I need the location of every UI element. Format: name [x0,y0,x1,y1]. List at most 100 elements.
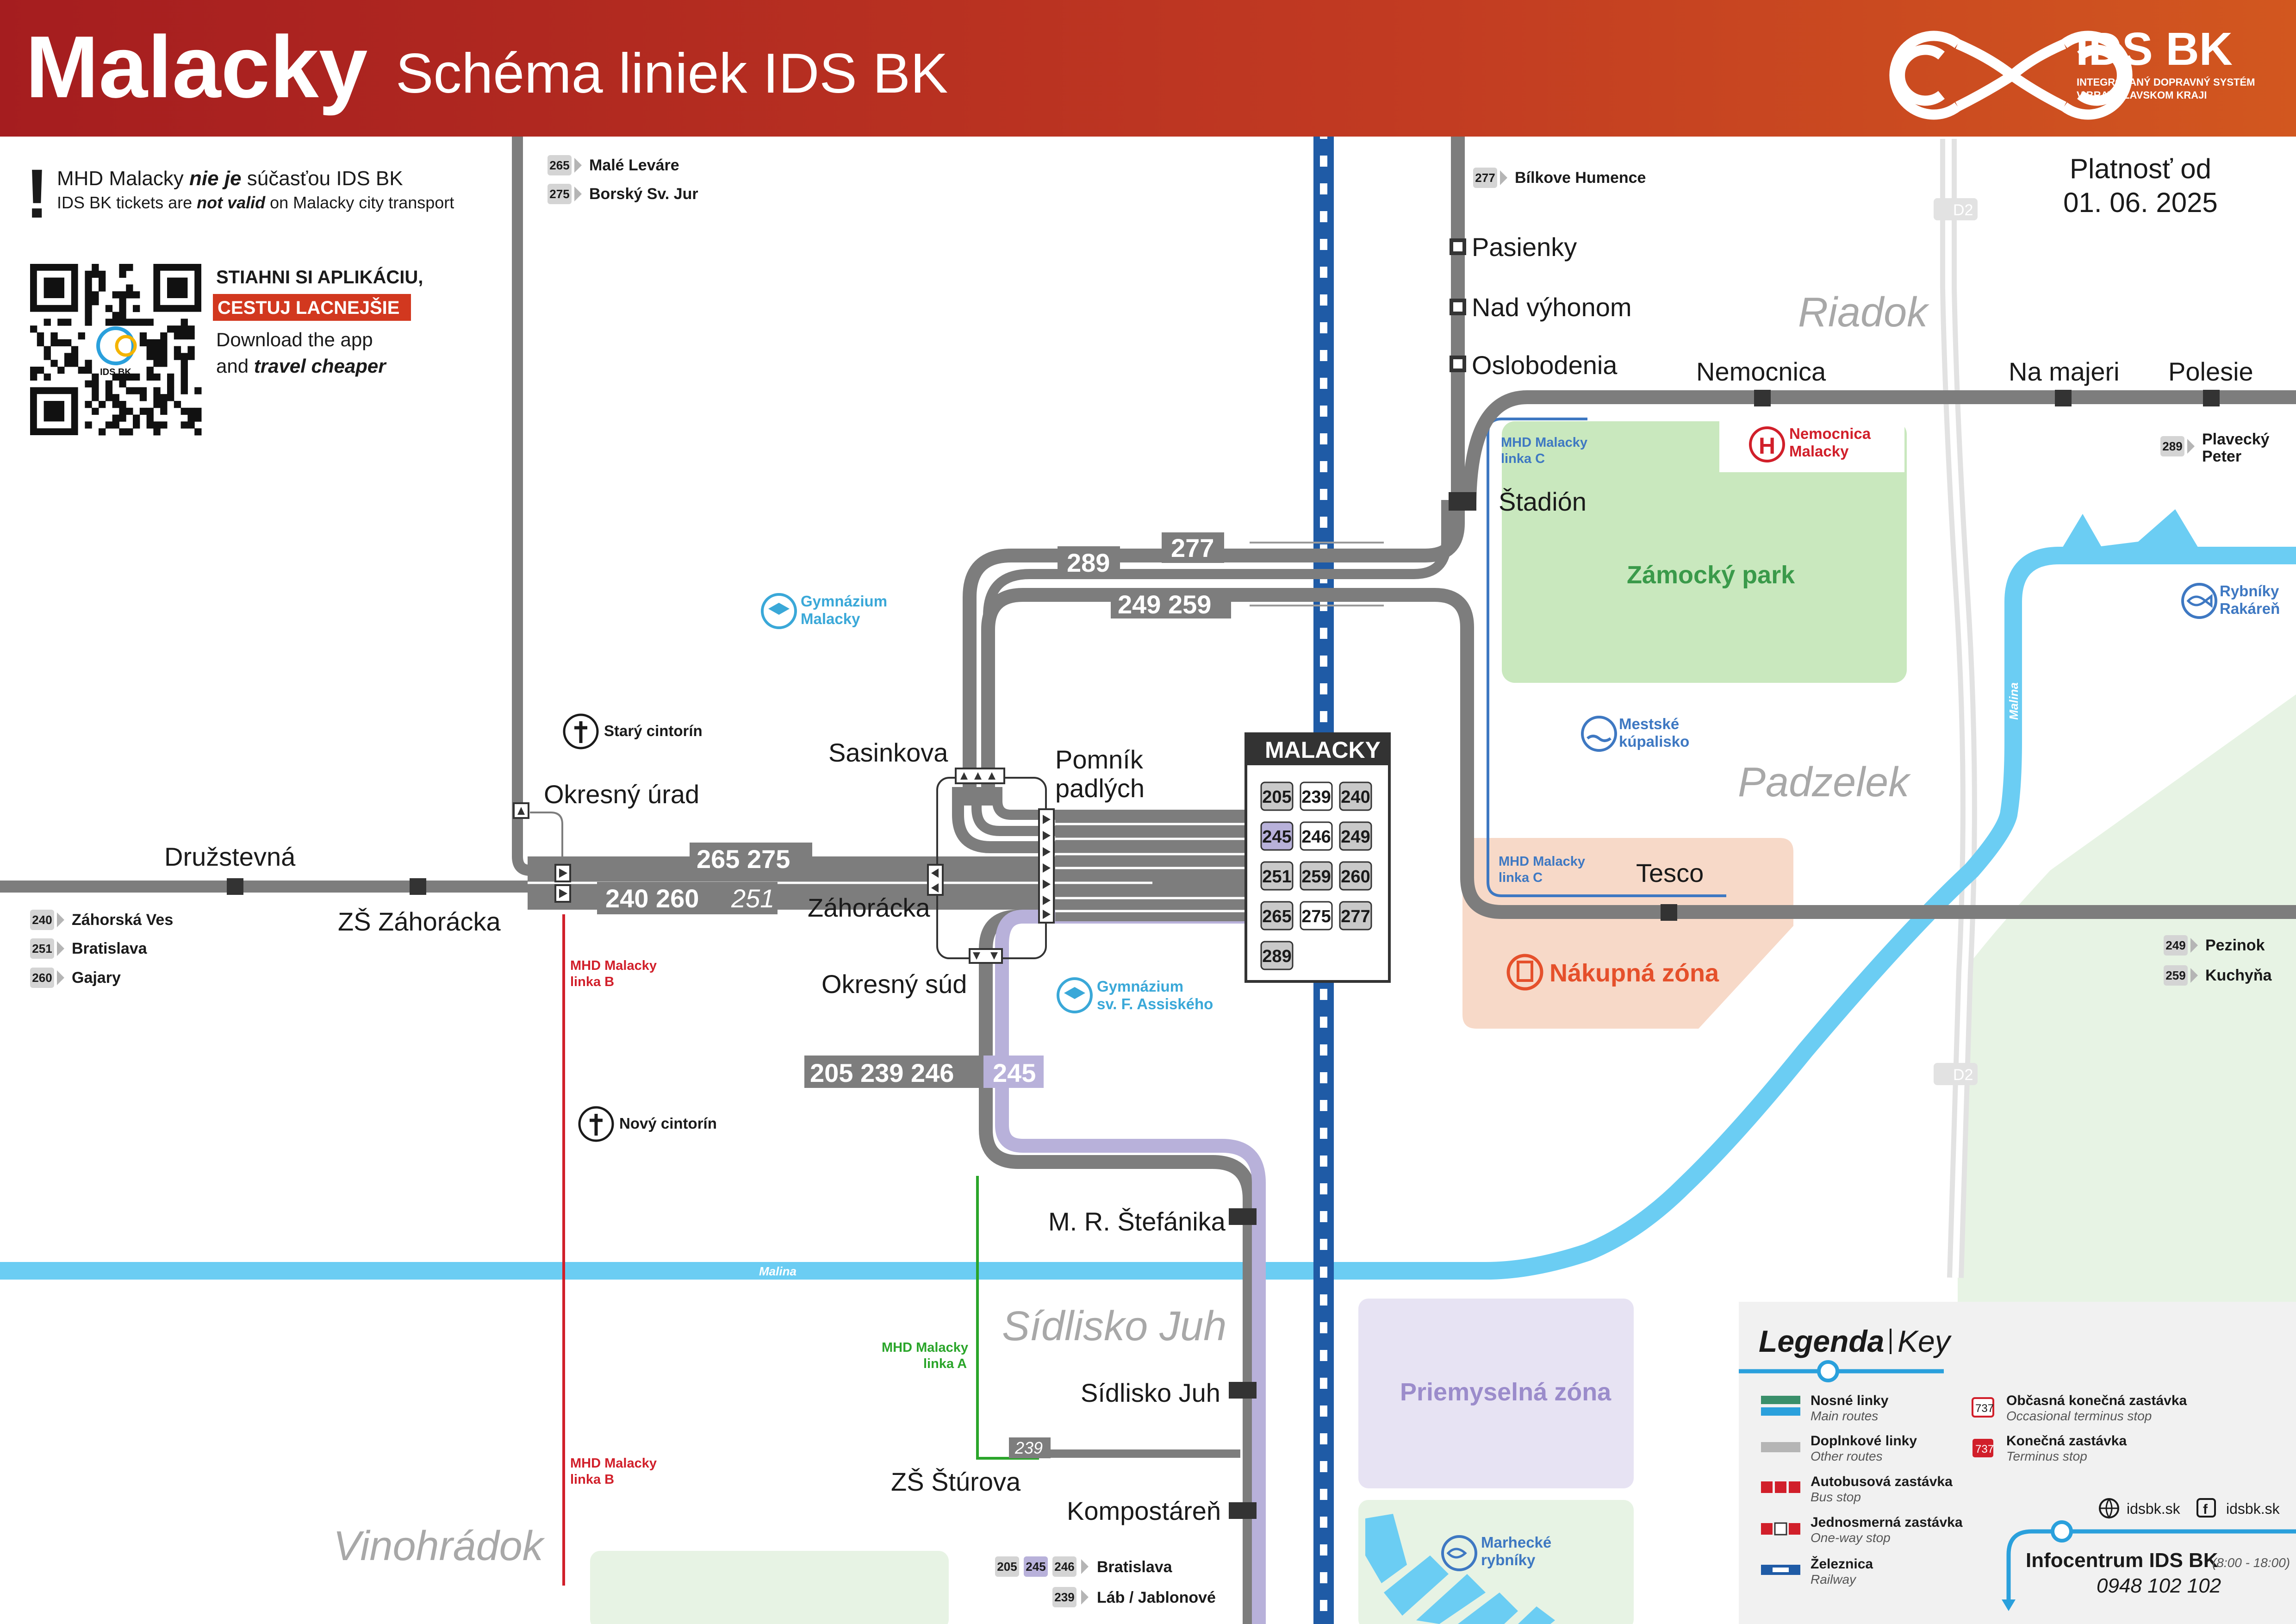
mhd-c-label-1a: MHD Malacky [1501,435,1587,450]
city-title: Malacky [25,18,367,116]
route-label-249-259: 249 259 [1118,590,1211,619]
map-subtitle: Schéma liniek IDS BK [396,42,948,105]
stop-zs-sturova: ZŠ Štúrova [891,1467,1021,1496]
area-nakupna-zona: Nákupná zóna [1549,959,1719,987]
direction-line-badge [1052,1556,1076,1577]
fish-icon [2181,583,2217,619]
logo-sub-1: INTEGROVANÝ DOPRAVNÝ SYSTÉM [2077,76,2255,88]
mhd-b-label-2b: linka B [570,1472,614,1487]
legend-web[interactable]: idsbk.sk [2127,1500,2181,1517]
route-label-277: 277 [1171,533,1214,562]
direction-line-badge [30,968,54,988]
school-icon [761,593,797,629]
motorway-label-1: D2 [1953,201,1973,219]
direction-line-badge [2160,436,2184,456]
legend-main-en: Main routes [1811,1409,1878,1423]
direction-line-badge [1024,1556,1048,1577]
station-line-239: 239 [1301,787,1331,807]
exclamation-icon: ! [25,155,49,232]
shopping-bag-icon [1506,954,1543,991]
legend-bus-stop: Autobusová zastávka [1811,1474,1953,1489]
station-line-240: 240 [1341,787,1370,807]
stop-marker-tesco [1661,904,1677,921]
stop-markers [227,238,2220,1519]
route-label-265-275: 265 275 [697,844,790,874]
station-line-246: 246 [1301,827,1331,847]
routes [0,137,2296,1624]
green-area-south [590,1551,949,1624]
legend-other-en: Other routes [1811,1449,1883,1463]
direction-line-245: 245 [1026,1560,1045,1574]
chevron-right-icon [1081,1559,1089,1574]
logo-rings-icon [1889,31,2133,120]
chevron-right-icon [57,970,64,985]
nakupna-zona-label: Nákupná zóna [1506,954,1719,991]
station-line-badge [1260,941,1294,970]
station-line-289: 289 [1262,947,1291,966]
mhd-a-label-1: MHD Malacky [882,1340,968,1355]
stop-marker-inner [1453,242,1462,369]
area-zamocky-park: Zámocký park [1627,561,1795,589]
stop-marker-na-majeri [2055,390,2072,406]
stop-na-majeri: Na majeri [2009,357,2120,386]
validity: Platnosť od 01. 06. 2025 [2063,153,2218,218]
swimming-icon [1581,716,1617,752]
chevron-right-icon [2187,439,2195,454]
legend-facebook[interactable]: idsbk.sk [2226,1500,2280,1517]
direction-line-239: 239 [1054,1590,1074,1604]
stop-oslobodenia: Oslobodenia [1472,350,1618,380]
direction-259: Kuchyňa [2205,967,2272,984]
poi-stary-cintorin-label: Starý cintorín [604,722,703,739]
legend-terminus: Konečná zastávka [2006,1433,2127,1449]
poi-kupalisko: Mestské kúpalisko [1581,715,1689,752]
station-line-265: 265 [1262,907,1291,926]
poi-marhecke: Marhecké rybníky [1441,1534,1551,1571]
mhd-b-label-2a: MHD Malacky [570,1456,657,1471]
direction-line-badge [548,155,572,175]
station-line-259: 259 [1301,867,1331,887]
legend-terminus-en: Terminus stop [2006,1449,2087,1463]
nakupna-zona-area [1462,838,1793,1029]
direction-265: Malé Leváre [589,156,679,174]
stop-marker-mr-stefanika [1229,1208,1257,1225]
direction-289-1: Plavecký [2202,431,2270,448]
priemyselna-zona-area [1358,1299,1634,1488]
marhecke-ponds [1365,1514,1555,1624]
poi-nemocnica-2: Malacky [1789,443,1849,460]
stop-marker-druzstevna [227,878,243,895]
route-label-289: 289 [1067,548,1110,577]
legend-infocentrum: Infocentrum IDS BK [2026,1549,2218,1572]
stop-zs-zahoracka: ZŠ Záhorácka [338,907,501,936]
station-line-277: 277 [1341,907,1370,926]
route-number-labels: 277 289 249 259 265 275 240 260 251 205 … [597,532,1231,1458]
mhd-c-label-2a: MHD Malacky [1499,854,1585,869]
station-line-badge [1260,781,1294,811]
qr-code[interactable]: IDS BK [30,264,202,436]
stop-nad-vyhonom: Nad výhonom [1472,293,1632,322]
direction-line-265: 265 [549,158,569,172]
svg-text:f: f [2203,1502,2208,1517]
direction-275: Borský Sv. Jur [589,185,698,203]
chevron-right-icon [1500,170,1507,185]
park-notch-area [1594,421,1719,484]
stop-sidlisko-juh: Sídlisko Juh [1081,1378,1220,1407]
stop-kompostaren: Kompostáreň [1067,1496,1221,1525]
area-sidlisko-juh: Sídlisko Juh [1002,1303,1226,1349]
poi-kupalisko-1: Mestské [1619,715,1679,732]
legend-oneway: Jednosmerná zastávka [1811,1515,1963,1530]
station-line-badge [1260,901,1294,931]
legend-phone[interactable]: 0948 102 102 [2097,1574,2221,1597]
river-label: Malina [759,1264,796,1278]
station-line-badge [1300,901,1333,931]
poi-gymnazium: Gymnázium Malacky [761,593,887,629]
poi-gymnazium-2: Malacky [801,610,860,627]
station-line-badge [1339,861,1372,891]
poi-rybniky-rakaren-2: Rakáreň [2220,600,2280,617]
station-line-badge [1339,901,1372,931]
app-highlight: CESTUJ LACNEJŠIE [218,297,399,318]
river-label-2: Malina [2007,682,2021,720]
direction-line-260: 260 [32,971,52,985]
stop-druzstevna: Družstevná [164,842,296,871]
